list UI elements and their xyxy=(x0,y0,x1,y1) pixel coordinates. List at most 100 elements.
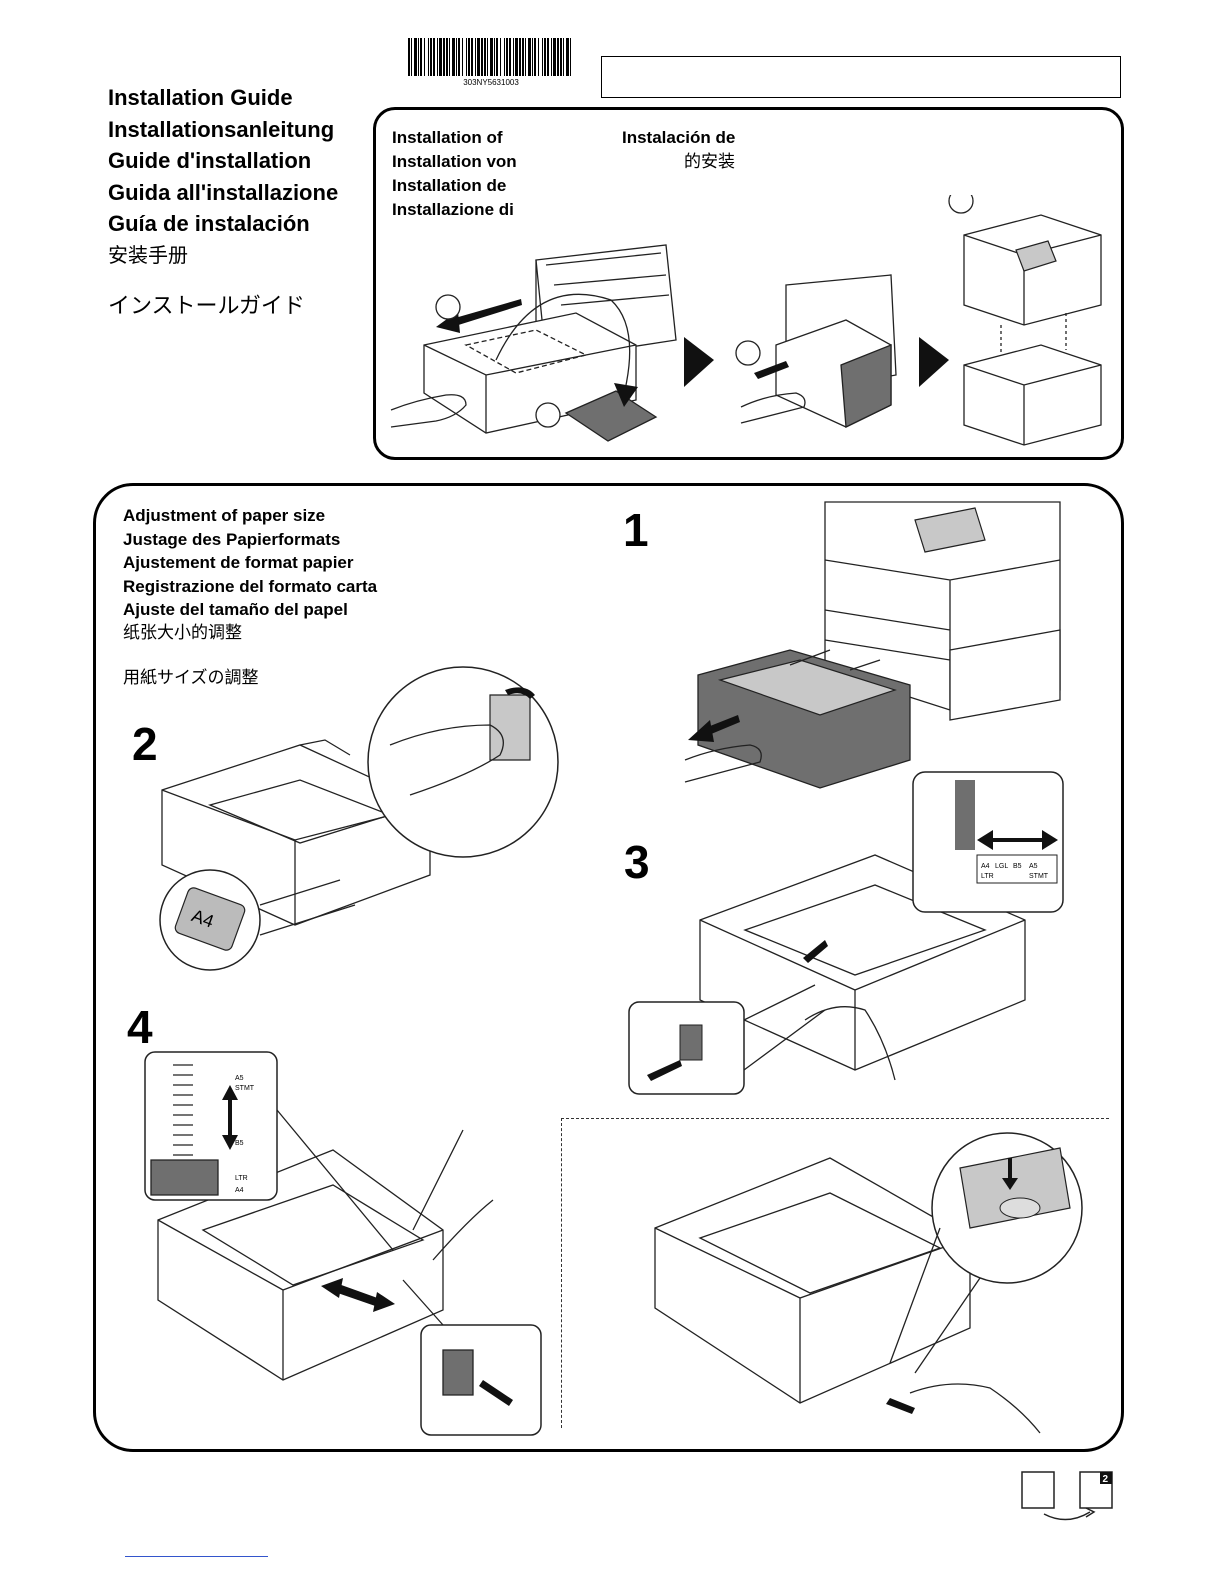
title-chinese: 安装手册 xyxy=(108,242,188,267)
guide-label-a4: A4 xyxy=(981,863,990,870)
barcode-bar xyxy=(420,38,422,76)
page-number: 2 xyxy=(1103,1474,1109,1485)
adjustment-line-de: Justage des Papierformats xyxy=(123,529,341,549)
barcode-bar xyxy=(430,38,432,76)
guide-label-stmt: STMT xyxy=(1029,873,1049,880)
barcode-bar xyxy=(471,38,473,76)
barcode-bar xyxy=(424,38,425,76)
blank-label-box xyxy=(601,56,1121,98)
optional-step-divider-vertical xyxy=(561,1118,562,1428)
barcode-bar xyxy=(414,38,417,76)
step-2-illustration: A4 xyxy=(159,666,559,971)
guide-label-a5: A5 xyxy=(235,1075,244,1082)
printer-on-feeder-drawing xyxy=(948,195,1102,446)
optional-step-illustration xyxy=(654,1132,1083,1434)
barcode-bar xyxy=(437,38,438,76)
barcode-bar xyxy=(466,38,467,76)
paper-feeder-cassette-drawing xyxy=(390,244,677,442)
barcode-bar xyxy=(551,38,552,76)
step-number-3: 3 xyxy=(624,836,650,888)
barcode-bar xyxy=(544,38,546,76)
title-english: Installation Guide xyxy=(108,85,293,110)
barcode-bar xyxy=(477,38,480,76)
guide-label-b5: B5 xyxy=(1013,863,1022,870)
barcode-bar xyxy=(452,38,455,76)
barcode-bar xyxy=(443,38,445,76)
barcode-bar xyxy=(475,38,476,76)
barcode-bar xyxy=(484,38,486,76)
installation-panel xyxy=(373,107,1124,460)
barcode-bar xyxy=(528,38,531,76)
installation-text-left: Installation of Installation von Install… xyxy=(392,126,517,222)
title-spanish: Guía de instalación xyxy=(108,211,310,236)
barcode-bar xyxy=(563,38,564,76)
guide-label-a4: A4 xyxy=(235,1187,244,1194)
adjustment-line-zh: 纸张大小的调整 xyxy=(123,622,242,643)
guide-label-stmt: STMT xyxy=(235,1085,255,1092)
barcode-bar xyxy=(504,38,505,76)
cassette-insert-drawing xyxy=(735,274,897,429)
barcode-bar xyxy=(468,38,470,76)
title-italian: Guida all'installazione xyxy=(108,179,339,205)
barcode-bar xyxy=(481,38,483,76)
barcode-bar xyxy=(428,38,429,76)
step-4-illustration: A5 STMT B5 LTR A4 xyxy=(144,1051,542,1436)
adjustment-line-es: Ajuste del tamaño del papel xyxy=(123,600,348,619)
barcode-bar xyxy=(542,38,543,76)
title-german: Installationsanleitung xyxy=(108,116,335,142)
barcode-bar xyxy=(566,38,569,76)
adjustment-line-en: Adjustment of paper size xyxy=(123,506,326,525)
guide-label-a5: A5 xyxy=(1029,863,1038,870)
installation-illustration xyxy=(390,195,1102,446)
barcode-bar xyxy=(557,38,559,76)
arrow-right-icon xyxy=(684,337,714,387)
barcode-bar xyxy=(553,38,556,76)
barcode-bar xyxy=(439,38,442,76)
page-turn-icon: 2 xyxy=(1021,1471,1113,1521)
barcode-bar xyxy=(490,38,493,76)
barcode-bar xyxy=(532,38,533,76)
barcode-bar xyxy=(418,38,419,76)
barcode-bar xyxy=(547,38,549,76)
guide-label-b5: B5 xyxy=(235,1140,244,1147)
barcode-bar xyxy=(519,38,521,76)
barcode-bar xyxy=(446,38,448,76)
barcode-bar xyxy=(408,38,410,76)
installation-text-right: Instalación de 的安装 xyxy=(622,126,735,174)
barcode-bar xyxy=(570,38,571,76)
barcode-bar xyxy=(560,38,562,76)
guide-label-ltr: LTR xyxy=(981,873,994,880)
barcode-bar xyxy=(494,38,495,76)
step-3-illustration: A4 LTR LGL B5 A5 STMT xyxy=(628,771,1064,1095)
barcode-bar xyxy=(513,38,514,76)
optional-step-divider-horizontal xyxy=(561,1118,1109,1119)
barcode-bar xyxy=(522,38,524,76)
barcode-bar xyxy=(458,38,460,76)
step-1-illustration xyxy=(684,501,1061,789)
adjustment-line-fr: Ajustement de format papier xyxy=(123,553,354,572)
barcode-bar xyxy=(538,38,539,76)
barcode xyxy=(408,38,571,76)
installation-line-fr: Installation de xyxy=(392,176,507,195)
title-japanese: インストールガイド xyxy=(108,293,305,319)
barcode-number: 303NY5631003 xyxy=(463,78,519,87)
barcode-bar xyxy=(496,38,498,76)
barcode-bar xyxy=(462,38,463,76)
step-number-2: 2 xyxy=(132,718,158,770)
barcode-bar xyxy=(411,38,412,76)
barcode-bar xyxy=(534,38,536,76)
guide-label-ltr: LTR xyxy=(235,1175,248,1182)
paper-size-adjustment-panel xyxy=(93,483,1124,1452)
barcode-bar xyxy=(500,38,501,76)
installation-line-es: Instalación de xyxy=(622,128,736,147)
adjustment-text: Adjustment of paper size Justage des Pap… xyxy=(123,504,377,691)
adjustment-line-it: Registrazione del formato carta xyxy=(123,576,378,596)
step-number-4: 4 xyxy=(127,1001,153,1053)
barcode-bar xyxy=(449,38,450,76)
arrow-right-icon xyxy=(919,337,949,387)
barcode-bar xyxy=(525,38,526,76)
barcode-bar xyxy=(456,38,457,76)
installation-line-en: Installation of xyxy=(392,128,503,147)
footer-link-line xyxy=(125,1556,268,1557)
barcode-bar xyxy=(487,38,488,76)
